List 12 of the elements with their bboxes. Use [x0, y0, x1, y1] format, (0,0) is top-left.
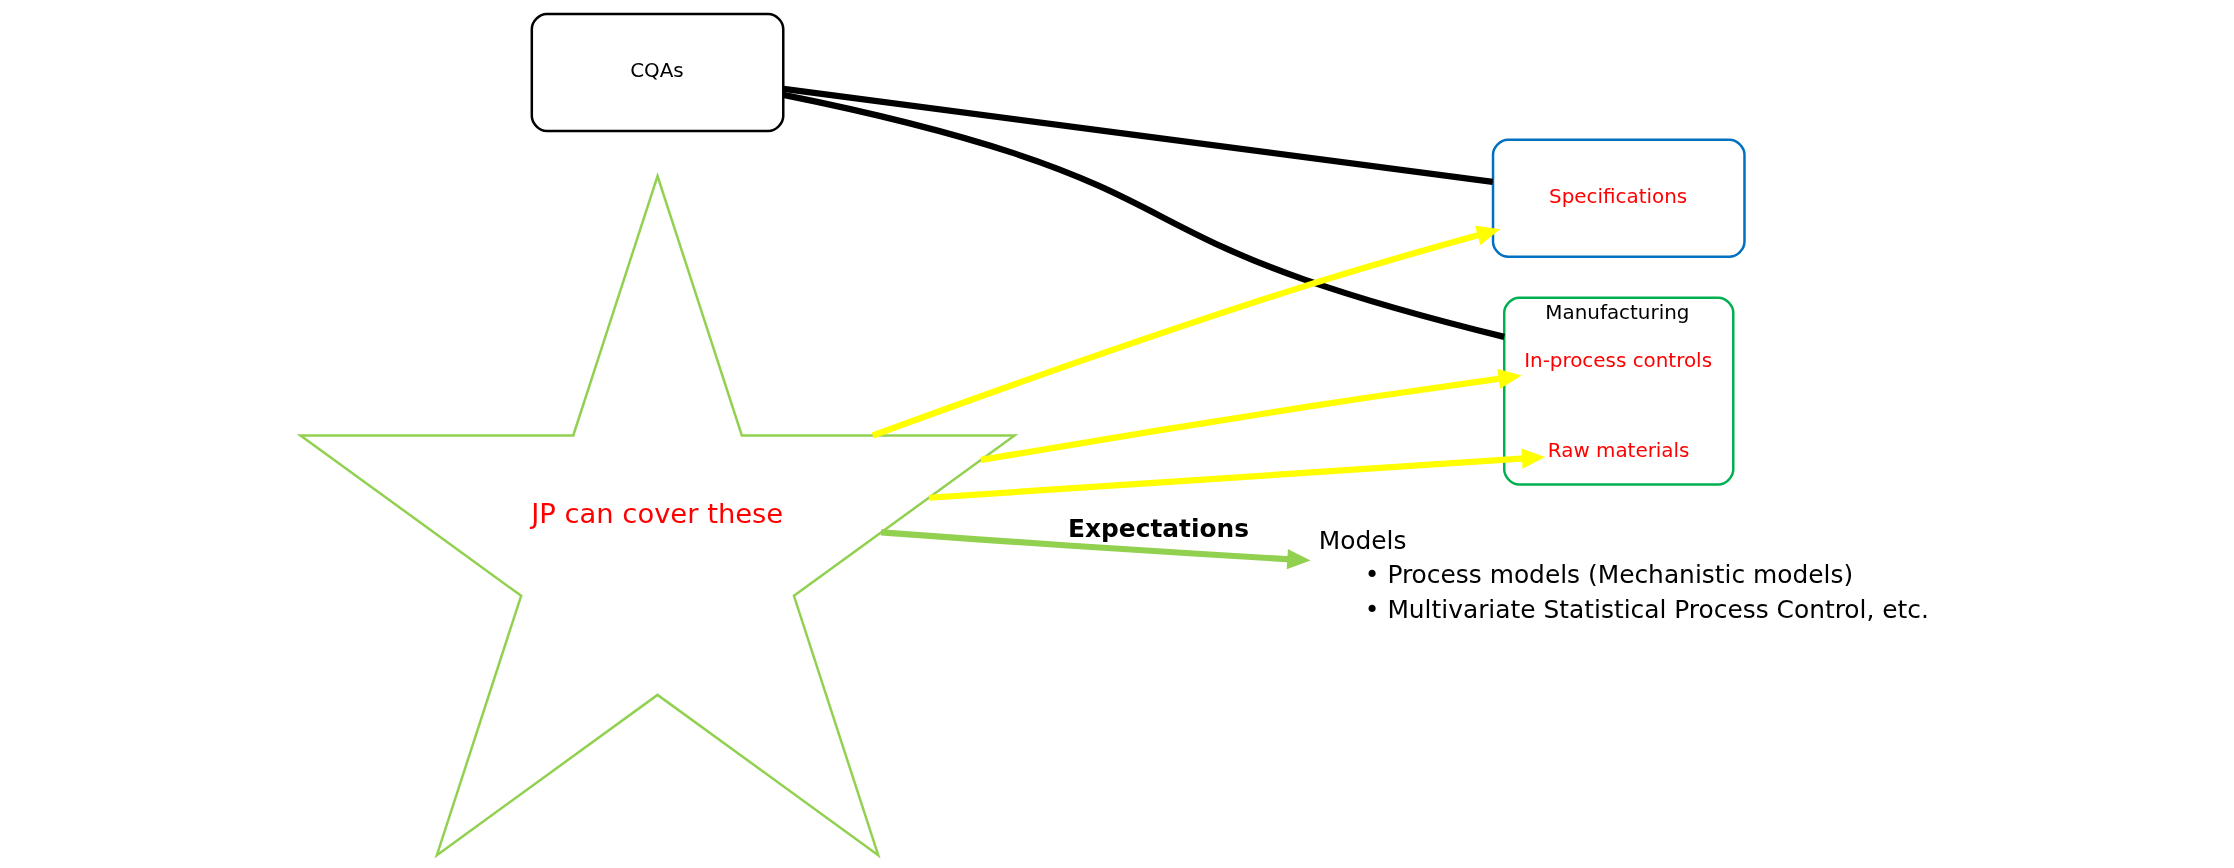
arrow: [979, 368, 1522, 463]
arrow: [928, 447, 1545, 501]
arrow: [880, 528, 1311, 569]
node-text: Raw materials: [1547, 438, 1689, 462]
edge-label: Expectations: [1067, 513, 1249, 543]
node-box: CQAs: [530, 12, 784, 132]
connector: [782, 85, 1493, 185]
connector: [782, 91, 1505, 340]
node-text: In-process controls: [1523, 348, 1712, 372]
node-box: Specifications: [1491, 137, 1746, 258]
arrow: [871, 225, 1500, 438]
node-text: Models • Process models (Mechanistic models) • Multivariate Statistical Process Control, etc.: [1318, 525, 1929, 624]
